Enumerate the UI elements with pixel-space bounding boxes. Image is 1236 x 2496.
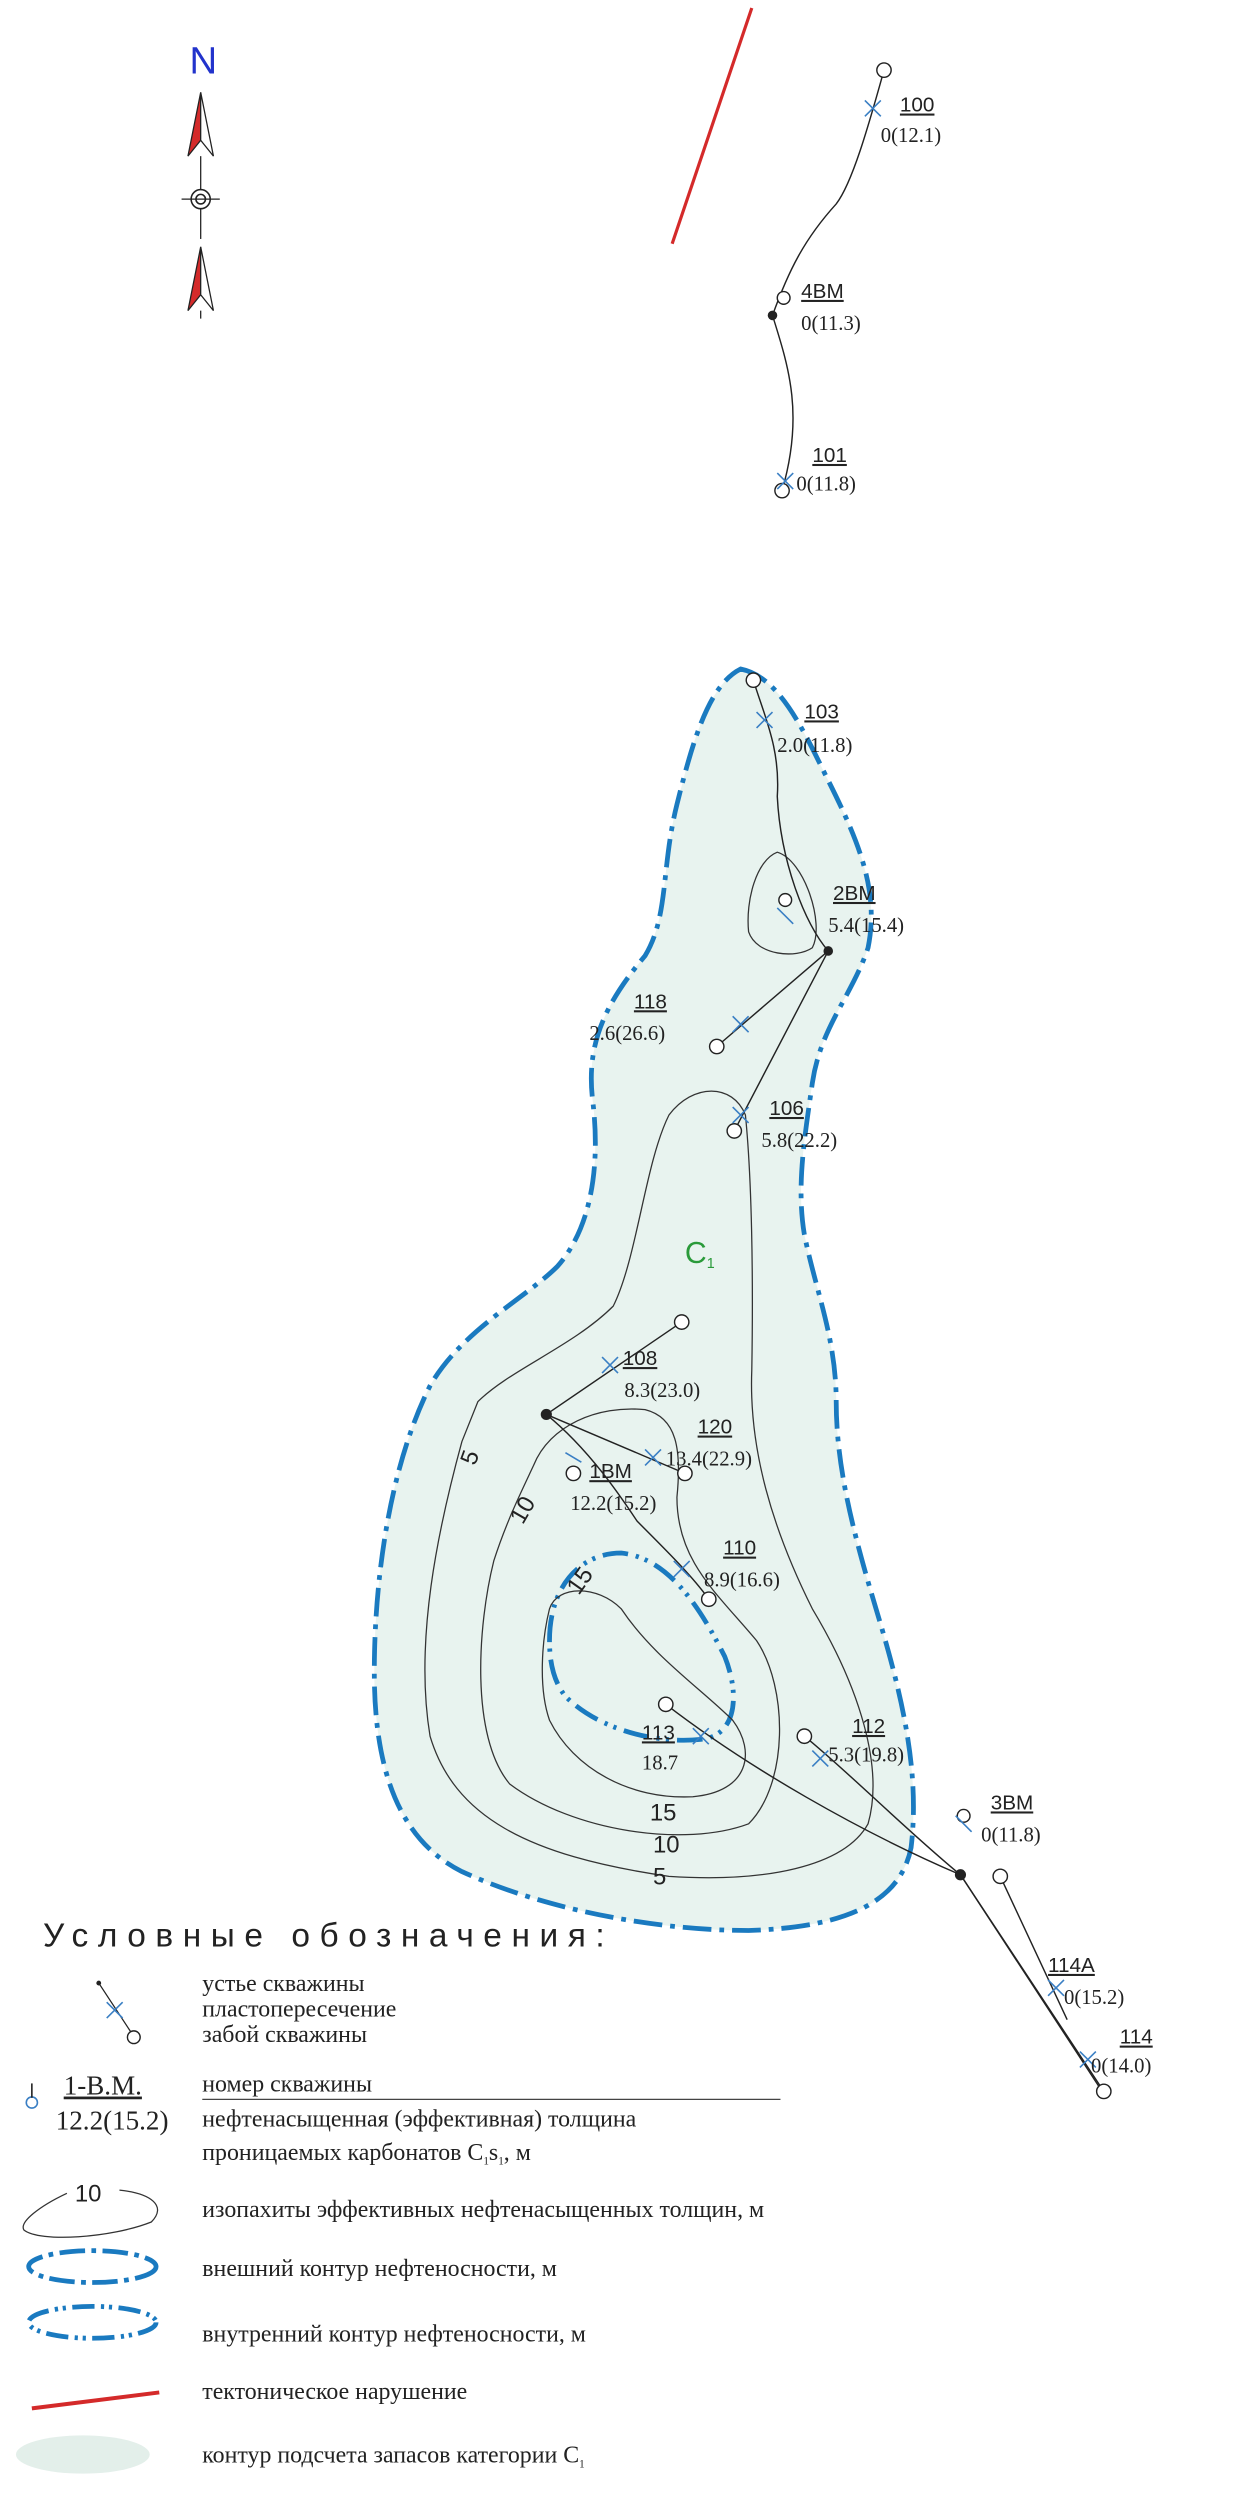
inner-oil-contour: [547, 1550, 736, 1743]
isopach-15: [541, 1590, 746, 1798]
well-value: 2.0(11.8): [777, 735, 852, 757]
north-arrow-upper: [187, 92, 202, 157]
well-value: 0(11.3): [801, 313, 861, 335]
well-name: 1ВМ: [589, 1460, 632, 1483]
isopach-10: [480, 1408, 781, 1836]
well-value: 12.2(15.2): [570, 1493, 656, 1515]
well-value: 2.6(26.6): [589, 1023, 665, 1045]
legend-intersection: пластопересечение: [202, 1997, 396, 2023]
well-name: 120: [698, 1416, 733, 1439]
legend-outer: внешний контур нефтеносности, м: [202, 2256, 557, 2282]
well-name: 100: [900, 94, 935, 117]
well-value: 0(11.8): [981, 1824, 1041, 1846]
legend-thickness-2: проницаемых карбонатов C1s1, м: [202, 2140, 531, 2168]
north-arrow: N: [181, 39, 220, 319]
legend-outer-contour-symbol: [26, 2248, 159, 2285]
well-name: 101: [812, 444, 847, 467]
well-value: 8.3(23.0): [624, 1380, 700, 1402]
well-value: 0(14.0): [1091, 2055, 1151, 2077]
isopach-label: 15: [650, 1800, 677, 1827]
well-value: 0(15.2): [1064, 1987, 1124, 2009]
legend-category: контур подсчета запасов категории C1: [202, 2442, 584, 2470]
well-value: 13.4(22.9): [666, 1448, 752, 1470]
legend-fault-symbol: [31, 2390, 160, 2411]
legend-isopach-sample: [22, 2189, 159, 2238]
legend-thickness-1: нефтенасыщенная (эффективная) толщина: [202, 2106, 636, 2132]
well-value: 0(12.1): [881, 125, 941, 147]
legend-inner-contour-symbol: [26, 2304, 159, 2341]
well-name: 112: [852, 1715, 885, 1738]
isopach-label: 10: [653, 1831, 680, 1858]
legend-isopach-sample-label: 10: [75, 2180, 102, 2207]
well-value: 5.8(22.2): [761, 1130, 837, 1152]
legend-well-number: номер скважины: [202, 2071, 372, 2097]
well-name: 110: [723, 1537, 756, 1560]
well-value: 0(11.8): [796, 474, 856, 496]
well-labels: 100 0(12.1) 4ВМ 0(11.3) 101 0(11.8) 103 …: [570, 94, 1152, 2078]
legend-well-label-symbol: [25, 2083, 39, 2109]
legend-category-symbol: [15, 2435, 150, 2474]
well-name: 103: [804, 700, 839, 723]
well-name: 4ВМ: [801, 280, 844, 303]
zone-label: C1: [685, 1237, 715, 1272]
legend-inner: внутренний контур нефтеносности, м: [202, 2321, 586, 2347]
legend-title: Условные обозначения:: [43, 1917, 614, 1954]
isopach-5-north: [747, 851, 817, 955]
well-value: 5.3(19.8): [828, 1745, 904, 1767]
well-name: 2ВМ: [833, 882, 876, 905]
well-name: 114А: [1048, 1954, 1095, 1977]
well-markers: [540, 62, 1112, 2100]
legend-example-name: 1-В.М.: [64, 2071, 142, 2101]
isopach-5: [424, 1090, 874, 1879]
well-name: 3ВМ: [991, 1791, 1034, 1814]
well-name: 108: [623, 1347, 658, 1370]
well-value: 8.9(16.6): [704, 1569, 780, 1591]
well-name: 118: [634, 990, 667, 1013]
north-label: N: [190, 39, 218, 82]
legend: Условные обозначения: устье скважины пла…: [15, 1917, 781, 2474]
well-name: 113: [642, 1721, 675, 1744]
well-name: 114: [1120, 2026, 1153, 2049]
legend-bottomhole: забой скважины: [202, 2022, 367, 2048]
legend-well-symbol: [96, 1980, 141, 2045]
north-arrow-lower: [187, 246, 202, 312]
isopach-label: 5: [653, 1863, 666, 1890]
well-value: 18.7: [642, 1753, 678, 1775]
legend-fault: тектоническое нарушение: [202, 2379, 467, 2405]
legend-isopach: изопахиты эффективных нефтенасыщенных то…: [202, 2197, 764, 2223]
outer-oil-contour: [371, 666, 916, 1933]
well-value: 5.4(15.4): [828, 915, 904, 937]
legend-wellhead: устье скважины: [202, 1971, 364, 1997]
legend-example-value: 12.2(15.2): [56, 2106, 169, 2136]
isopachs: 5 10 15 15 10 5: [424, 851, 874, 1890]
well-name: 106: [769, 1097, 804, 1120]
tectonic-fault: [670, 7, 754, 245]
